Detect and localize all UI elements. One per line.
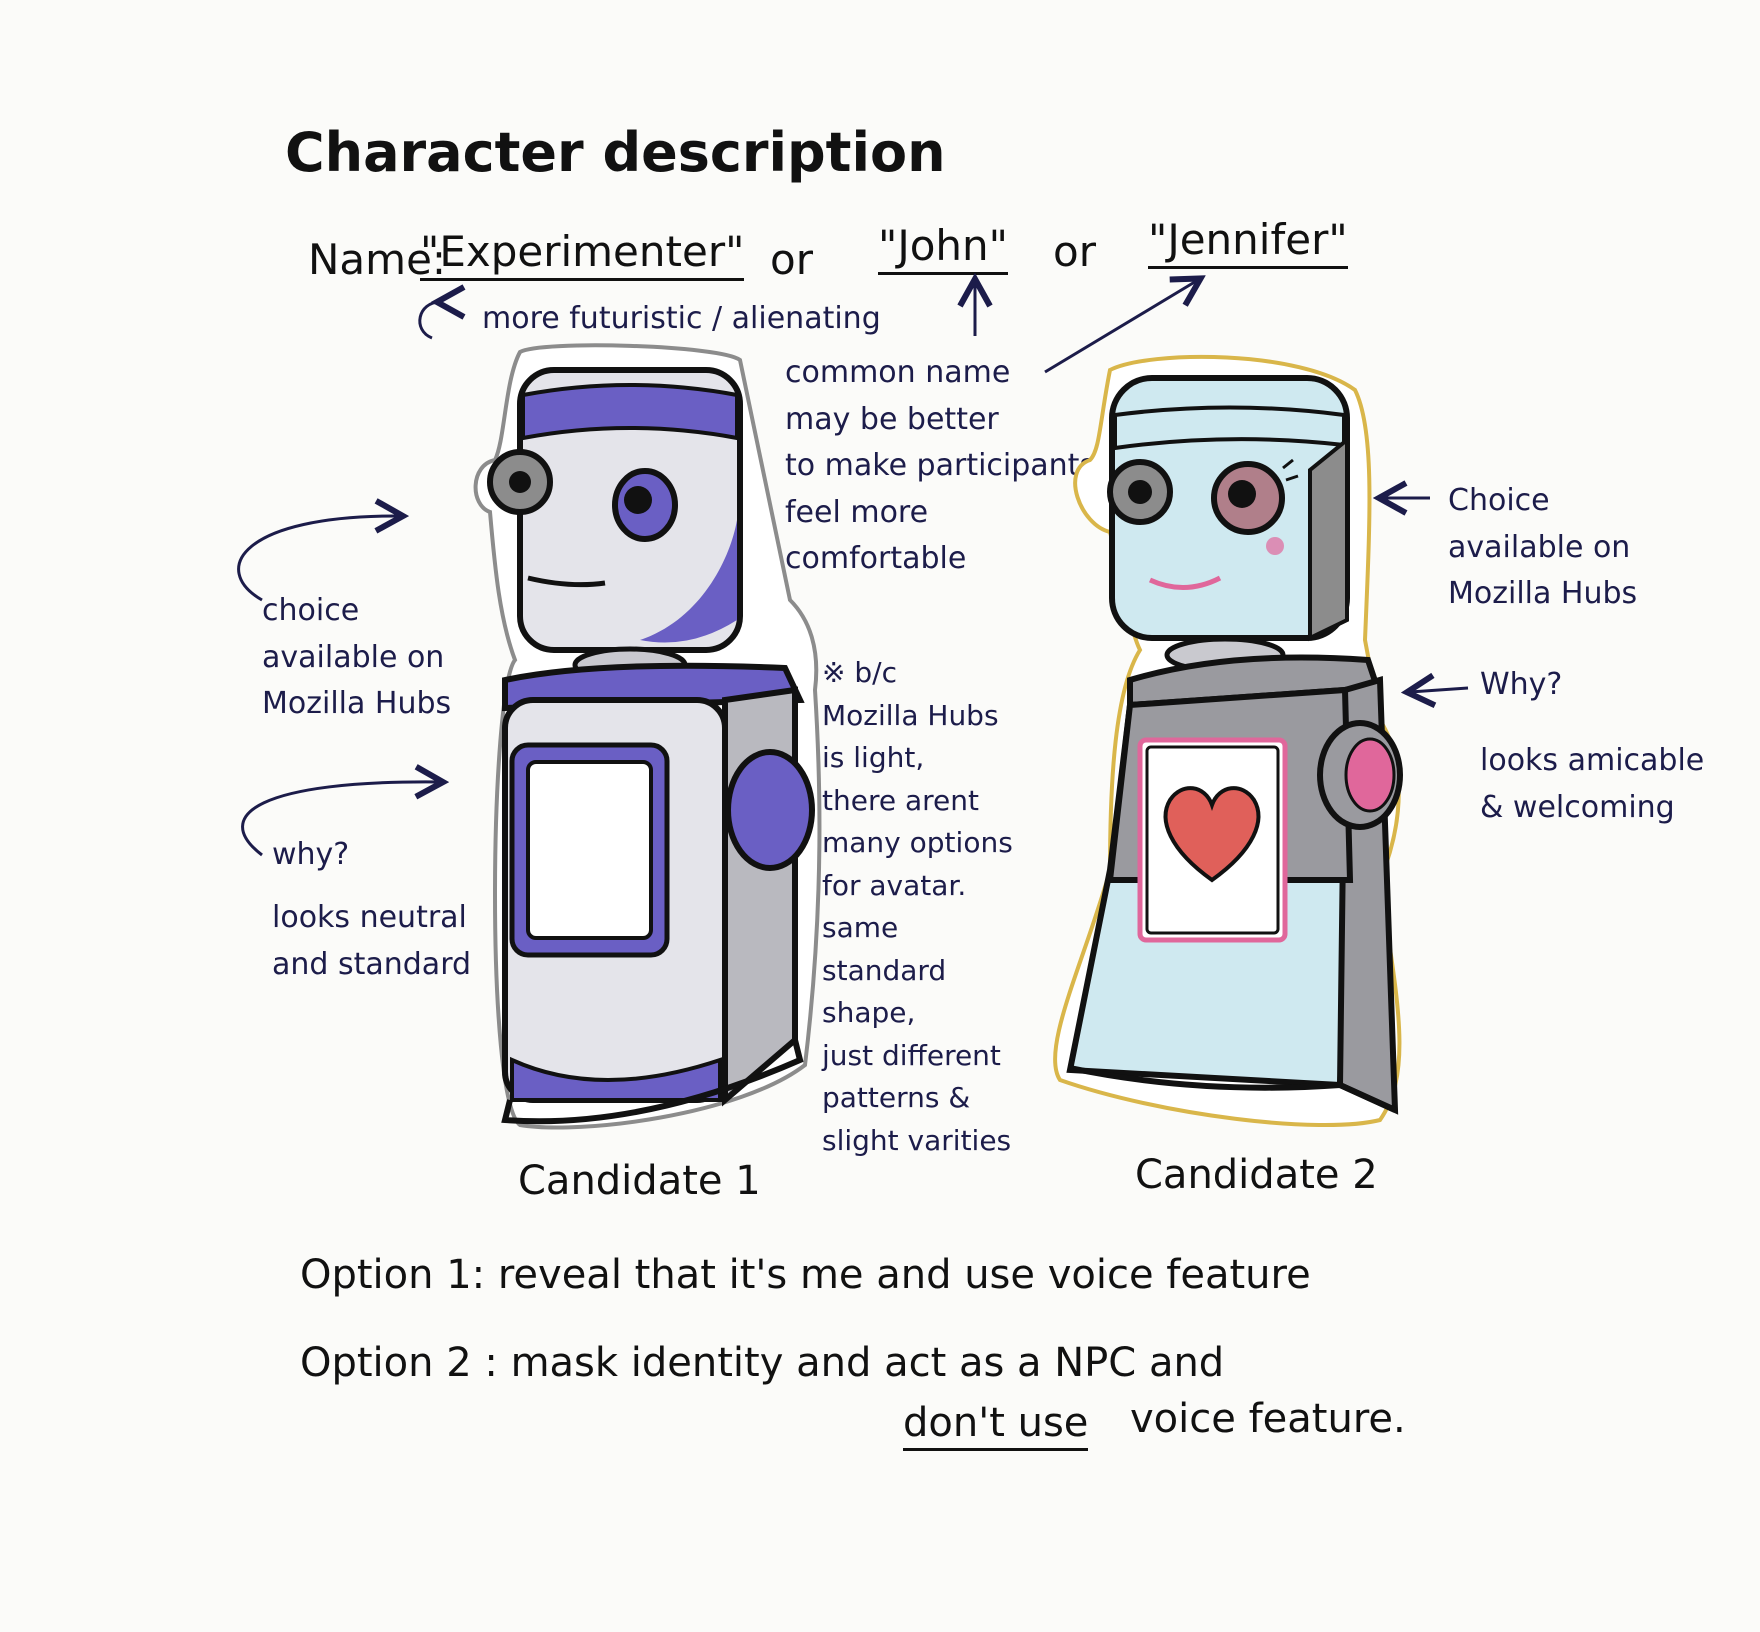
note-c2-why-label: Why? (1480, 667, 1563, 702)
note-c1-why-label: why? (272, 837, 350, 872)
option-1-text: Option 1: reveal that it's me and use vo… (300, 1252, 1311, 1298)
note-middle-reason: ※ b/c Mozilla Hubs is light, there arent… (822, 656, 1013, 1158)
name-option-john: "John" (878, 221, 1008, 276)
arrow-futuristic-hook (418, 302, 440, 340)
robot-1-screen (526, 760, 653, 940)
robot-2-cheek (1266, 537, 1284, 555)
note-c1-choice: choice available on Mozilla Hubs (262, 593, 452, 721)
arrow-c2-why (1410, 688, 1469, 692)
candidate-2-label: Candidate 2 (1135, 1152, 1378, 1198)
robot-1-shoulder-knob (725, 749, 815, 871)
option-2-voice-feature: voice feature. (1130, 1396, 1406, 1442)
heart-icon (1163, 786, 1261, 883)
candidate-1-robot (473, 343, 822, 1130)
option-2-text: Option 2 : mask identity and act as a NP… (300, 1340, 1225, 1386)
note-common-name: common name may be better to make partic… (785, 355, 1096, 576)
robot-2-jaw-side (1308, 435, 1349, 642)
robot-1-base (510, 1056, 722, 1102)
robot-1-foot (501, 1039, 804, 1125)
arrow-jennifer (1044, 280, 1198, 374)
note-c2-choice: Choice available on Mozilla Hubs (1448, 483, 1638, 611)
name-option-experimenter: "Experimenter" (420, 227, 745, 282)
arrow-c1-choice (237, 516, 400, 602)
robot-1-band (521, 383, 739, 441)
name-separator-1: or (770, 235, 813, 284)
candidate-1-label: Candidate 1 (518, 1158, 761, 1204)
note-c2-why-text: looks amicable & welcoming (1480, 743, 1705, 825)
arrow-c1-why (241, 782, 440, 857)
robot-2-lashes (1282, 458, 1299, 482)
name-option-jennifer: "Jennifer" (1148, 215, 1348, 270)
robot-1-mouth (527, 575, 606, 588)
candidate-2-robot (1053, 354, 1403, 1128)
name-separator-2: or (1053, 227, 1096, 276)
note-c1-why-text: looks neutral and standard (272, 900, 472, 982)
note-futuristic: more futuristic / alienating (482, 301, 881, 336)
page-title: Character description (285, 121, 946, 184)
option-2-dont-use: don't use (903, 1400, 1089, 1451)
robot-2-mouth (1148, 575, 1222, 591)
name-label: Name: (308, 235, 447, 284)
robot-2-base (1069, 1065, 1397, 1113)
robot-1-jaw (640, 520, 737, 643)
